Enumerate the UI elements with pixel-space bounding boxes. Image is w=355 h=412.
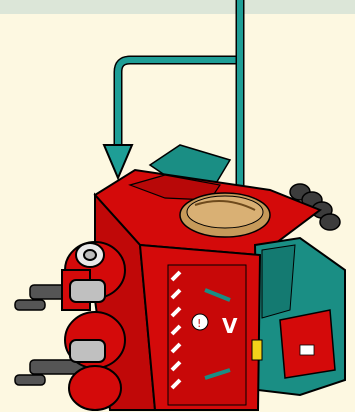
left-connectors [62, 242, 125, 410]
sticker-info-glyph: ! [197, 317, 201, 330]
yellow-connector [252, 340, 262, 360]
sticker-panel: ! V [168, 265, 246, 405]
panel-top-border [0, 0, 355, 14]
sticker-symbol: V [222, 314, 238, 338]
